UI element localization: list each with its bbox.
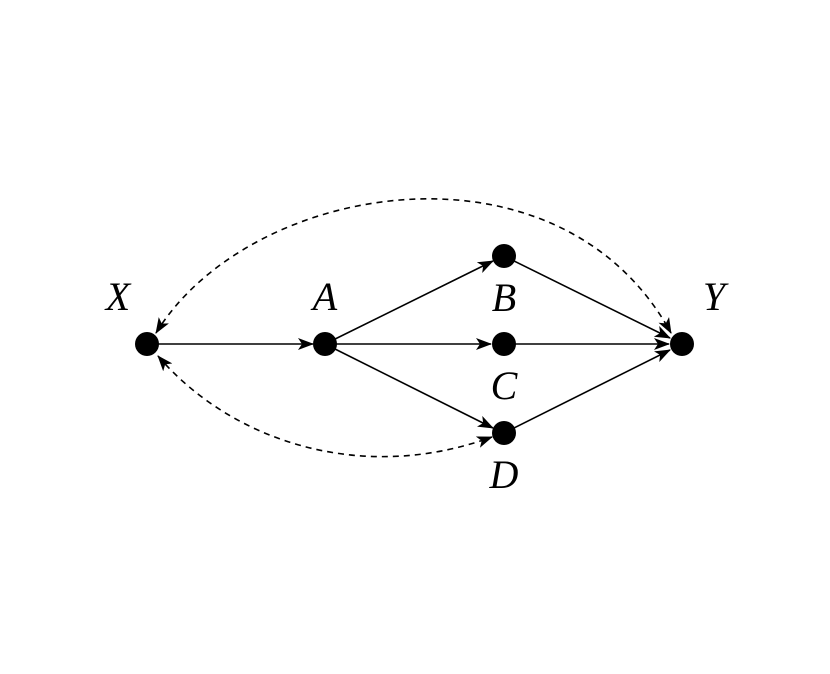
edge-a-b (324, 260, 494, 345)
node-a-dot (313, 332, 337, 356)
edge-b-y (503, 255, 671, 339)
node-d-label: D (489, 452, 519, 497)
node-x-label: X (104, 274, 132, 319)
node-d-dot (492, 421, 516, 445)
node-b-label: B (492, 275, 516, 320)
node-y-label: Y (703, 274, 729, 319)
edge-d-y (503, 349, 671, 434)
node-c-dot (492, 332, 516, 356)
edge-a-d (324, 343, 494, 429)
node-b-dot (492, 244, 516, 268)
edge-x-y-bidirected (155, 198, 672, 334)
node-a-label: A (310, 274, 338, 319)
node-x-dot (135, 332, 159, 356)
edge-x-d-bidirected (157, 355, 493, 458)
node-c-label: C (491, 363, 519, 408)
node-y-dot (670, 332, 694, 356)
